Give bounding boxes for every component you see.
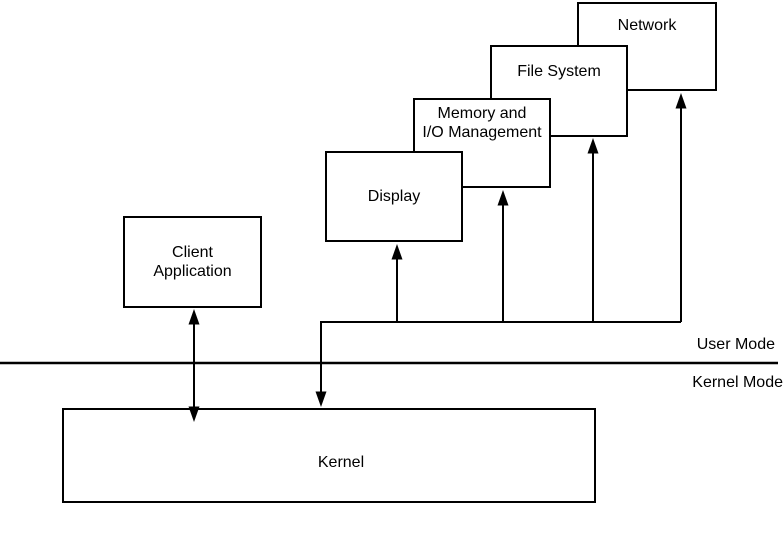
kernel-box: Kernel xyxy=(62,408,596,503)
display-box-label: Display xyxy=(367,188,421,205)
memory-arrowhead-icon xyxy=(497,190,509,206)
user-mode-label: User Mode xyxy=(696,336,775,353)
kernel-mode-label: Kernel Mode xyxy=(692,374,783,391)
client-kernel-up-arrowhead-icon xyxy=(188,309,200,325)
display-box: Display xyxy=(325,151,463,242)
display-arrowhead-icon xyxy=(391,244,403,260)
file-system-arrowhead-icon xyxy=(587,138,599,154)
bus-to-kernel-arrowhead-icon xyxy=(315,391,327,407)
client-application-box: Client Application xyxy=(123,216,262,308)
memory-io-management-box-label: Memory and I/O Management xyxy=(422,105,542,141)
network-arrowhead-icon xyxy=(675,93,687,109)
network-box-label: Network xyxy=(617,17,677,34)
file-system-box-label: File System xyxy=(517,63,601,80)
kernel-box-label: Kernel xyxy=(317,454,365,471)
client-application-box-label: Client Application xyxy=(153,244,232,280)
